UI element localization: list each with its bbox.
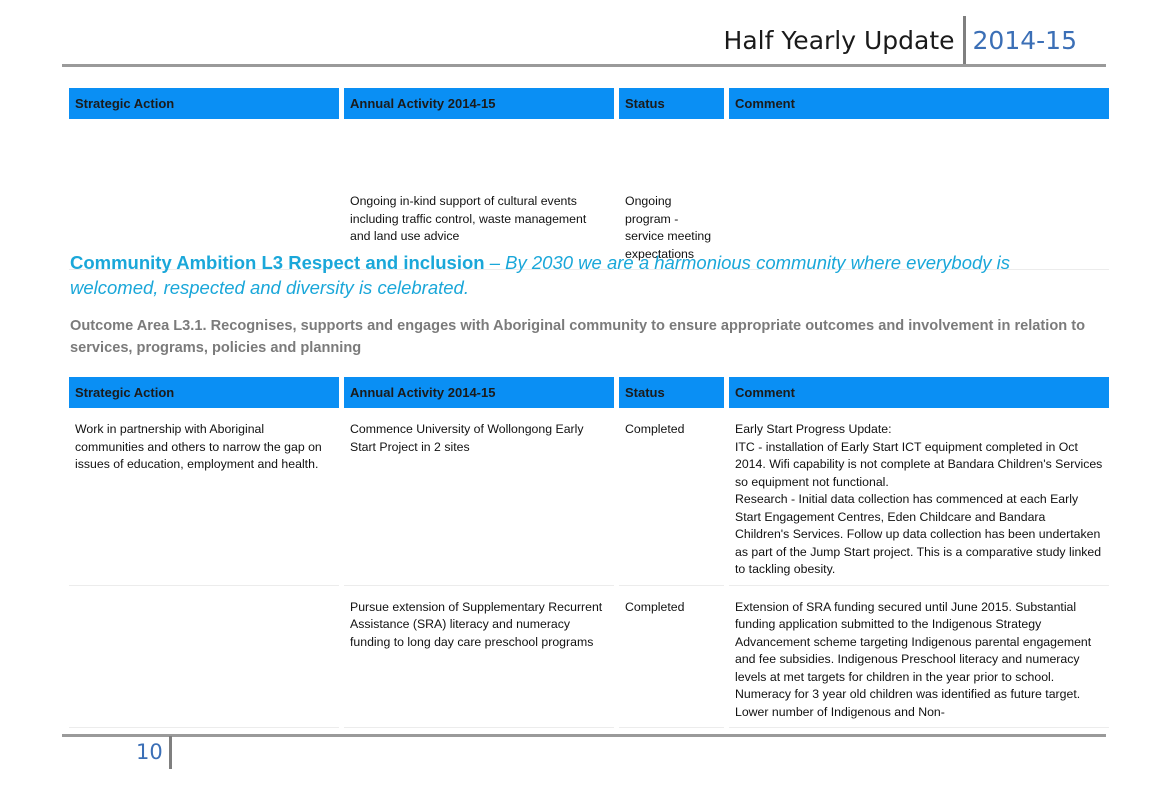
cell-strategic-action: [69, 591, 339, 728]
col-header-status: Status: [619, 377, 724, 408]
table-row: Ongoing in-kind support of cultural even…: [69, 185, 1109, 270]
table-header-row: Strategic Action Annual Activity 2014-15…: [69, 377, 1109, 408]
ambition-title: Community Ambition L3 Respect and inclus…: [70, 252, 485, 273]
cell-status: Completed: [619, 413, 724, 586]
cell-strategic-action: Work in partnership with Aboriginal comm…: [69, 413, 339, 586]
ambition-statement: – By 2030 we are a harmonious community …: [70, 252, 1011, 298]
col-header-comment: Comment: [729, 377, 1109, 408]
table-header-row: Strategic Action Annual Activity 2014-15…: [69, 88, 1109, 119]
cell-activity: Pursue extension of Supplementary Recurr…: [344, 591, 614, 728]
table-row: Work in partnership with Aboriginal comm…: [69, 413, 1109, 586]
comment-line: Early Start Progress Update:: [735, 422, 892, 436]
comment-line: Research - Initial data collection has c…: [735, 492, 1102, 576]
col-header-annual-activity: Annual Activity 2014-15: [344, 377, 614, 408]
footer-divider: [169, 736, 172, 769]
cell-status: Ongoing program - service meeting expect…: [619, 185, 724, 270]
outcome-area-heading: Outcome Area L3.1. Recognises, supports …: [70, 318, 1085, 356]
table-row: Pursue extension of Supplementary Recurr…: [69, 591, 1109, 728]
col-header-comment: Comment: [729, 88, 1109, 119]
action-table-1: Strategic Action Annual Activity 2014-15…: [64, 88, 1114, 270]
col-header-strategic-action: Strategic Action: [69, 377, 339, 408]
footer-rule: [62, 734, 1106, 737]
comment-line: ITC - installation of Early Start ICT eq…: [735, 439, 1103, 489]
report-title: Half Yearly Update: [723, 25, 955, 55]
cell-comment: [729, 185, 1109, 270]
report-year: 2014-15: [972, 25, 1077, 55]
col-header-status: Status: [619, 88, 724, 119]
cell-activity: Commence University of Wollongong Early …: [344, 413, 614, 586]
header-rule: [62, 64, 1106, 67]
cell-status: Completed: [619, 591, 724, 728]
action-table-2: Strategic Action Annual Activity 2014-15…: [64, 377, 1114, 728]
cell-comment: Early Start Progress Update: ITC - insta…: [729, 413, 1109, 586]
col-header-strategic-action: Strategic Action: [69, 88, 339, 119]
cell-activity: Ongoing in-kind support of cultural even…: [344, 185, 614, 270]
page-number: 10: [136, 740, 163, 764]
cell-comment: Extension of SRA funding secured until J…: [729, 591, 1109, 728]
comment-line: Extension of SRA funding secured until J…: [735, 599, 1092, 719]
page-header: Half Yearly Update 2014-15: [724, 16, 1077, 64]
header-divider: [962, 16, 966, 64]
col-header-annual-activity: Annual Activity 2014-15: [344, 88, 614, 119]
cell-strategic-action: [69, 185, 339, 270]
community-ambition-heading: Community Ambition L3 Respect and inclus…: [70, 250, 1080, 300]
